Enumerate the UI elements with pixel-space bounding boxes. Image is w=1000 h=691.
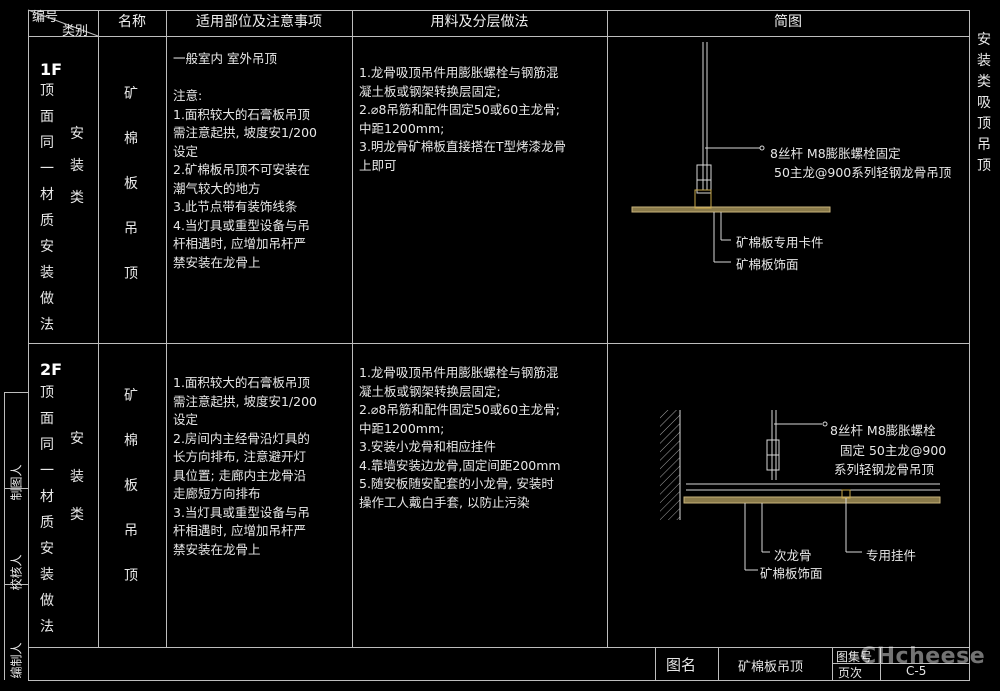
signature-strip-left: [4, 392, 5, 680]
header-category-label: 类别: [62, 24, 89, 39]
row2-materials: 1.龙骨吸顶吊件用膨胀螺栓与钢筋混 凝土板或钢架转换层固定; 2.⌀8吊筋和配件…: [359, 365, 561, 510]
footer-mid-line: [832, 663, 969, 664]
frame-left: [28, 10, 29, 680]
col-line-1: [98, 10, 99, 647]
row2-label-rod: 8丝杆 M8膨胀螺栓: [830, 423, 936, 438]
signature-strip-top: [4, 392, 28, 393]
col-line-4: [607, 10, 608, 647]
col-line-3: [352, 10, 353, 647]
footer-set-label: 图集号: [836, 650, 873, 664]
footer-top-line: [28, 647, 970, 648]
row2-category: 安装类: [70, 431, 84, 523]
row1-code-desc: 顶面同一材质安装做法: [40, 83, 54, 333]
row2-label-series: 系列轻钢龙骨吊顶: [834, 462, 935, 477]
signature-checker: 校核人: [9, 554, 24, 591]
frame-top: [28, 10, 970, 11]
row1-label-rod: 8丝杆 M8膨胀螺栓固定: [770, 146, 901, 161]
row1-name: 矿棉板吊顶: [124, 86, 138, 282]
row2-label-sub: 次龙骨: [774, 548, 812, 563]
watermark: CHcheese: [860, 644, 986, 669]
header-code-label: 编号: [32, 10, 59, 25]
row1-label-clip: 矿棉板专用卡件: [736, 235, 824, 250]
header-diagram-label: 简图: [774, 14, 802, 30]
row1-category: 安装类: [70, 126, 84, 206]
side-title: 安装类吸顶吊顶: [977, 32, 991, 174]
row1-notes: 一般室内 室外吊顶 注意: 1.面积较大的石膏板吊顶 需注意起拱, 坡度安1/2…: [173, 51, 317, 270]
row2-label-hanger: 专用挂件: [866, 548, 917, 563]
header-materials-label: 用料及分层做法: [430, 14, 529, 30]
row2-code-desc: 顶面同一材质安装做法: [40, 385, 54, 635]
footer-title-value: 矿棉板吊顶: [738, 660, 804, 675]
col-line-2: [166, 10, 167, 647]
header-name-label: 名称: [118, 14, 146, 30]
header-bottom-line: [28, 36, 970, 37]
signature-divider-2: [4, 584, 28, 585]
footer-title-label: 图名: [666, 656, 697, 674]
row2-code: 2F: [40, 360, 63, 379]
row-divider: [28, 343, 970, 344]
row1-code: 1F: [40, 60, 63, 79]
signature-divider-1: [4, 488, 28, 489]
frame-bottom: [28, 680, 970, 681]
row2-name: 矿棉板吊顶: [124, 388, 138, 584]
footer-page-label: 页次: [838, 666, 863, 680]
row2-label-fix: 固定 50主龙@900: [840, 443, 947, 458]
row2-notes: 1.面积较大的石膏板吊顶 需注意起拱, 坡度安1/200 设定 2.房间内主经骨…: [173, 375, 317, 557]
row1-label-panel: 矿棉板饰面: [736, 257, 799, 272]
header-scope-label: 适用部位及注意事项: [196, 14, 322, 30]
footer-line-1: [655, 647, 656, 680]
signature-compiler: 编制人: [9, 642, 24, 679]
row1-label-main: 50主龙@900系列轻钢龙骨吊顶: [774, 165, 952, 180]
row1-materials: 1.龙骨吸顶吊件用膨胀螺栓与钢筋混 凝土板或钢架转换层固定; 2.⌀8吊筋和配件…: [359, 65, 567, 173]
frame-right: [969, 10, 970, 680]
footer-line-2: [718, 647, 719, 680]
row2-label-panel: 矿棉板饰面: [760, 566, 823, 581]
footer-page-value: C-5: [906, 664, 927, 678]
signature-drafter: 制图人: [9, 464, 24, 501]
